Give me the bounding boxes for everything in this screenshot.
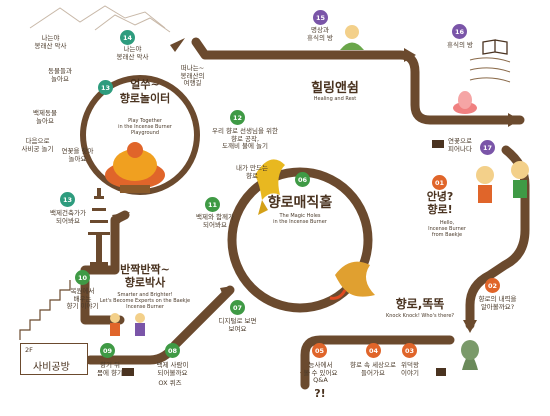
station-07-label: 디지털로 보면 보여요: [218, 317, 257, 333]
station-01-subtitle: Hello, Incense Burner from Baekje: [428, 220, 466, 238]
playground-subtitle: Play Together in the Incense Burner Play…: [118, 118, 172, 136]
baekje-people-icon: [110, 313, 145, 336]
station-01-title: 안녕? 향로!: [426, 190, 454, 216]
station-10-number: 10: [75, 270, 90, 285]
book-icon: [482, 39, 508, 55]
station-15-number: 15: [313, 10, 328, 25]
station-13-number: 13: [60, 192, 75, 207]
station-07-number: 07: [230, 300, 245, 315]
bronze-burner-icon: [461, 340, 479, 370]
smarter-subtitle: Smarter and Brighter! Let's Become Exper…: [99, 292, 191, 310]
wind-decoration: [469, 57, 511, 83]
healing-title: 힐링앤쉼: [311, 81, 359, 96]
station-05-extra: ?!: [314, 387, 326, 400]
room-2f-box: 2F 사비공방: [20, 343, 88, 375]
station-06-number: 06: [295, 172, 310, 187]
station-04-label: 향로 속 세상으로 들어가요: [350, 361, 396, 377]
monk-icon: [340, 25, 364, 50]
station-14-number: 14: [120, 30, 135, 45]
camera-icon: [122, 140, 444, 376]
station-03-number: 03: [402, 343, 417, 358]
station-11-number: 11: [205, 197, 220, 212]
station-15-label: 명상과 휴식의 방: [307, 26, 333, 42]
station-09-number: 09: [100, 343, 115, 358]
mountain-decoration: [29, 5, 171, 33]
station-16-label: 휴식의 방: [447, 41, 473, 49]
children-characters-icon: [476, 161, 529, 203]
station-04-number: 04: [366, 343, 381, 358]
knock-subtitle: Knock Knock! Who's there?: [385, 313, 455, 319]
station-12-label: 우리 향로 선생님을 위한 향로 공작, 도깨비 불에 놀기: [212, 127, 278, 150]
station-08-number: 08: [165, 343, 180, 358]
playground-item: 나는야 봉래산 악사: [34, 34, 67, 50]
dragon-icon: [329, 261, 375, 300]
incense-burner-icon: [105, 142, 165, 193]
station-03-label: 위덕왕 이야기: [401, 361, 419, 377]
station-17-number: 17: [480, 140, 495, 155]
pagoda-icon: [88, 188, 110, 270]
station-12-number: 12: [230, 110, 245, 125]
station-05-label: 능사에서 볼 수 있어요 Q&A: [303, 361, 338, 384]
station-06-subtitle: The Magic Holes in the Incense Burner: [273, 213, 327, 225]
station-08-label: 백제 사람이 되어볼까요: [156, 361, 189, 377]
path-arrows: [112, 38, 520, 385]
station-14-label: 나는야 봉래산 악사: [116, 45, 149, 61]
station-09-label: 향기 뒤 몸에 향기: [97, 361, 123, 377]
station-13-label: 백제건축가가 되어봐요: [50, 209, 86, 225]
healing-subtitle: Healing and Rest: [313, 96, 357, 102]
playground-item: 연꽃을 찾아 놀아요: [61, 147, 94, 163]
playground-item: 떠나는~ 봉래산의 여행길: [180, 64, 205, 87]
playground-item: 동물들과 놀아요: [48, 67, 72, 83]
playground-item: 백제동물 놀아요: [33, 109, 57, 125]
lotus-icon: [453, 91, 477, 114]
playground-item: 다음으로 사비궁 놀기: [21, 137, 54, 153]
station-16-number: 16: [452, 24, 467, 39]
station-05-number: 05: [312, 343, 327, 358]
video-camera-icon: [436, 368, 446, 376]
station-playground-number: 13: [98, 80, 113, 95]
station-08-extra: OX 퀴즈: [158, 379, 182, 387]
station-02-number: 02: [485, 278, 500, 293]
station-10-label: 복원에서 배우는 향기 이야기: [66, 287, 99, 310]
smarter-title: 반짝반짝~ 향로박사: [120, 263, 170, 289]
station-06-title: 향로매직홀: [267, 195, 333, 211]
phoenix-icon: [255, 159, 285, 215]
playground-title: 얼쑤~ 향로놀이터: [119, 78, 171, 105]
station-02-label: 향로의 내력을 알아볼까요?: [478, 295, 517, 311]
stairs: [19, 280, 71, 340]
station-11-label: 백제와 함께가 되어봐요: [196, 213, 234, 229]
station-01-number: 01: [432, 175, 447, 190]
station-17-label: 연꽃으로 피어나다: [448, 137, 472, 153]
knock-title: 향로,똑똑: [395, 297, 445, 311]
phoenix-label: 내가 만드는 향로: [236, 164, 268, 180]
room-label: 사비공방: [33, 362, 70, 373]
floor-label: 2F: [25, 346, 33, 354]
